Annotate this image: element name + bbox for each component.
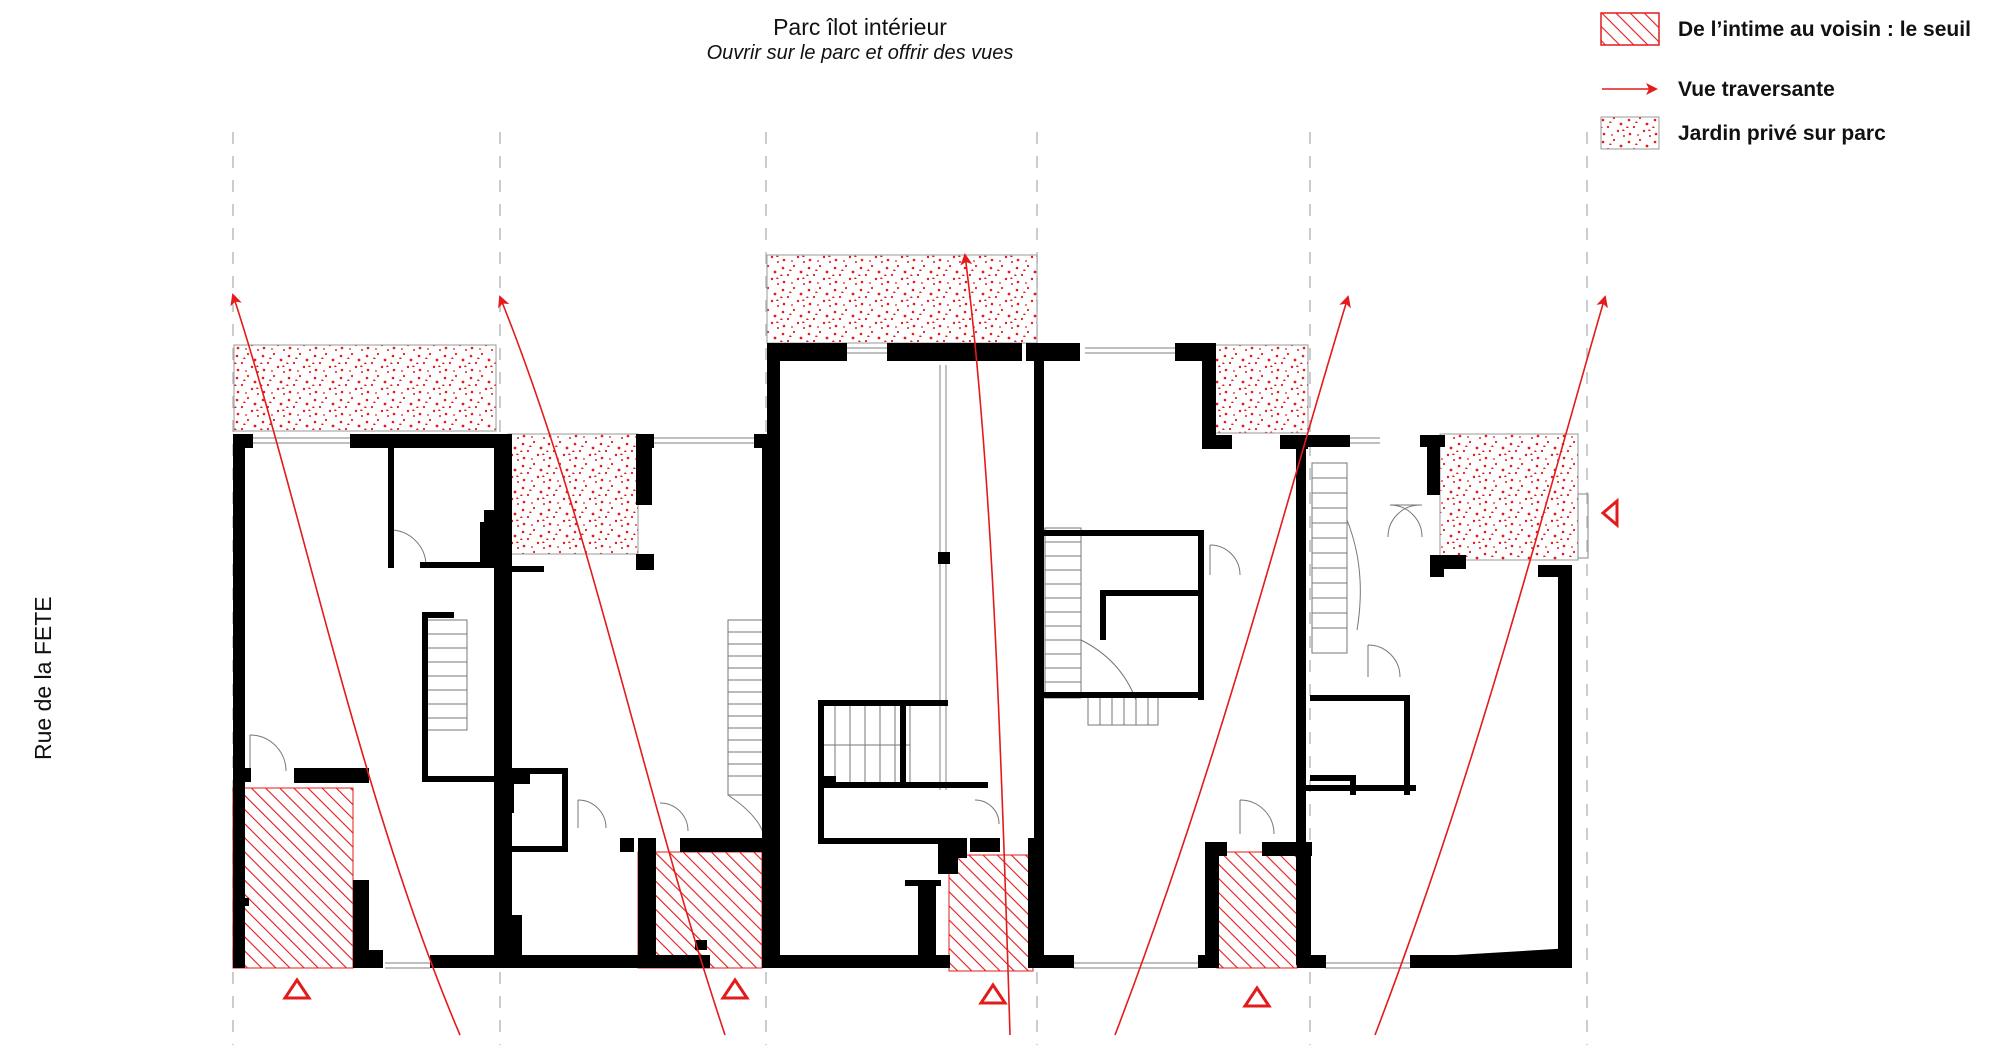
private-gardens — [233, 254, 1579, 561]
entry-triangle — [282, 977, 312, 1000]
legend-label: Vue traversante — [1678, 78, 1835, 101]
hatch-icon — [1600, 12, 1660, 46]
view-arrow — [498, 295, 726, 1036]
door-swing — [1389, 504, 1423, 538]
view-arrow — [1114, 295, 1351, 1036]
garden-zone — [766, 254, 1038, 344]
entry-triangle — [720, 977, 750, 1000]
garden-zone — [507, 433, 639, 555]
arrow-icon — [1602, 83, 1658, 95]
walls — [233, 343, 1572, 968]
legend-label: Jardin privé sur parc — [1678, 122, 1886, 145]
legend-label: De l’intime au voisin : le seuil — [1678, 18, 1971, 41]
door-swing — [249, 734, 287, 772]
door-swing — [1387, 504, 1421, 538]
door-swing — [659, 802, 689, 832]
stair — [1044, 527, 1082, 699]
door-swing — [577, 799, 607, 829]
threshold-zone — [637, 851, 763, 969]
garden-zone — [1213, 344, 1309, 434]
entry-triangle — [1242, 985, 1272, 1008]
view-arrow — [1374, 295, 1608, 1036]
threshold-zone — [948, 854, 1034, 972]
door-swing — [1367, 644, 1401, 678]
stair — [1311, 462, 1348, 654]
garden-zone — [1439, 433, 1579, 561]
legend-item-garden: Jardin privé sur parc — [1600, 116, 2000, 152]
view-arrow — [230, 293, 461, 1036]
plan-title: Parc îlot intérieur — [773, 14, 947, 40]
door-swing — [389, 529, 427, 567]
garden-zone — [233, 344, 497, 432]
door-swing — [1239, 799, 1275, 835]
legend-item-threshold: De l’intime au voisin : le seuil — [1600, 12, 2000, 48]
entry-triangle — [978, 982, 1008, 1005]
stair — [424, 619, 468, 731]
view-arrow — [960, 253, 1011, 1036]
door-swing — [974, 799, 1000, 825]
street-label: Rue de la FETE — [30, 596, 56, 760]
threshold-zone — [232, 787, 354, 969]
dots-icon — [1600, 116, 1660, 150]
through-view-arrows — [230, 253, 1608, 1036]
stair — [727, 619, 765, 796]
threshold-zone — [1216, 851, 1298, 969]
plan-subtitle: Ouvrir sur le parc et offrir des vues — [706, 42, 1014, 64]
entry-triangle — [1600, 497, 1619, 529]
door-swing — [1209, 544, 1241, 576]
entry-markers — [282, 497, 1619, 1008]
legend-item-view: Vue traversante — [1600, 72, 2000, 108]
